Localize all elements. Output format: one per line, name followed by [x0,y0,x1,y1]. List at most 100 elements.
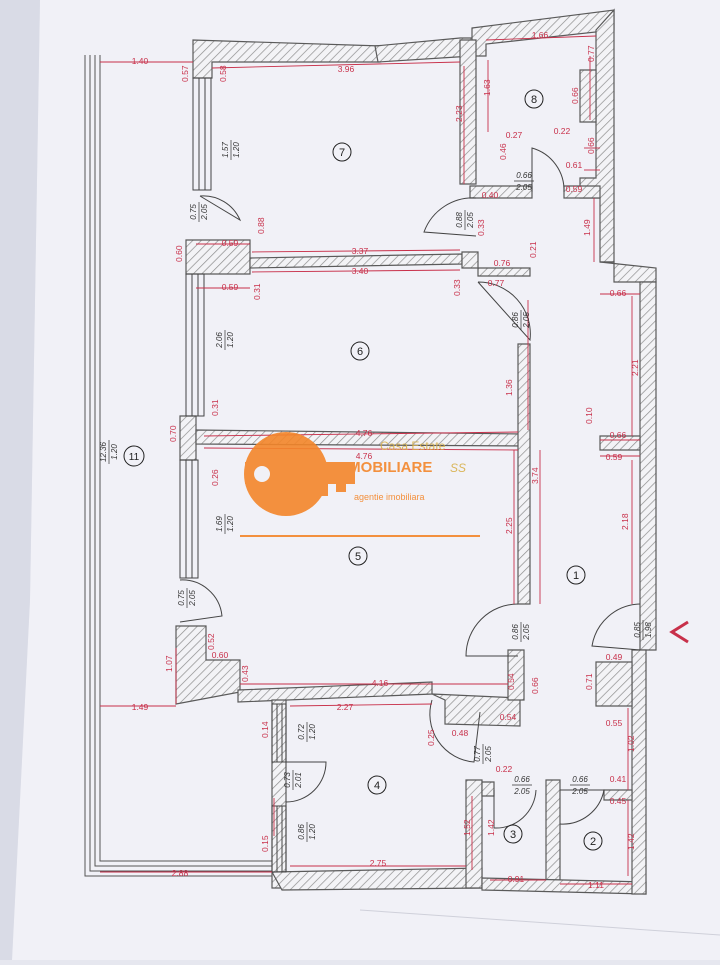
dim-label: 1.49 [582,219,592,236]
wall-2-inner [603,789,633,801]
dim-label: 0.33 [476,219,486,236]
dimension-labels: 1.40 0.57 0.58 3.96 1.66 0.77 1.63 2.23 … [132,30,640,890]
svg-text:6: 6 [357,346,363,358]
svg-text:0.77: 0.77 [473,746,482,762]
door-swing-1 [591,603,641,651]
dim-label: 0.46 [498,143,508,160]
svg-text:2: 2 [590,836,596,848]
svg-text:12.36: 12.36 [99,441,108,462]
dim-label: 3.37 [352,246,369,256]
svg-text:8: 8 [531,94,537,106]
dim-label: 0.91 [508,874,525,884]
wall-7-6c [461,251,531,277]
watermark: Casa Estate IMOBILIARE SS agentie imobil… [240,432,480,537]
dim-label: 0.45 [610,796,627,806]
wall-right-mid [639,281,657,651]
dim-label: 1.49 [132,702,149,712]
dim-label: 0.14 [260,721,270,738]
dim-label: 2.23 [454,105,464,122]
svg-text:1.98: 1.98 [644,622,653,638]
svg-text:2.05: 2.05 [571,787,588,796]
svg-text:1.20: 1.20 [226,332,235,348]
window-room-4a [271,703,287,763]
window-fraction-11: 12.36 1.20 [99,440,119,464]
window-fraction-4a: 0.72 1.20 [297,722,317,742]
svg-text:1.69: 1.69 [215,516,224,532]
window-strip-11 [84,55,276,877]
svg-text:5: 5 [355,551,361,563]
svg-text:7: 7 [339,147,345,159]
wall-2-right [631,649,647,895]
dim-label: 0.27 [506,130,523,140]
dim-label: 0.66 [610,430,627,440]
window-fractions: 1.57 1.20 2.06 1.20 1.69 1.20 0.72 1.20 … [99,140,317,842]
room-label-8: 8 [524,89,544,109]
dim-label: 1.42 [486,819,496,836]
dim-label: 0.76 [494,258,511,268]
dim-label: 0.58 [218,65,228,82]
dim-label: 0.59 [606,452,623,462]
svg-text:2.05: 2.05 [513,787,530,796]
door-swing-7b [199,195,242,222]
dim-label: 0.54 [506,673,516,690]
svg-text:1.20: 1.20 [232,142,241,158]
wall-4-left [271,699,287,889]
entrance-arrow-icon [669,620,689,644]
dim-label: 0.59 [222,282,239,292]
window-room-7 [192,77,212,191]
door-fractions: 0.66 2.05 0.88 2.05 0.75 2.05 0.86 2.05 … [177,171,653,796]
wall-4-bottom [270,867,483,891]
door-swing-2 [559,789,605,825]
watermark-name: IMOBILIARE [344,459,432,476]
room-label-11: 11 [123,445,145,467]
dim-label: 0.77 [488,278,505,288]
dim-label: 0.31 [210,399,220,416]
dim-label: 3.96 [338,64,355,74]
room-label-7: 7 [332,142,352,162]
door-fraction-1: 0.85 1.98 [633,620,653,640]
dim-label: 1.42 [626,833,636,850]
svg-text:0.75: 0.75 [189,204,198,220]
svg-text:1.20: 1.20 [110,444,119,460]
room-label-3: 3 [503,824,523,844]
window-fraction-7: 1.57 1.20 [221,140,241,160]
svg-text:11: 11 [129,452,140,463]
door-fraction-3: 0.66 2.05 [512,775,532,796]
door-fraction-4b: 0.73 2.01 [283,770,303,790]
watermark-tagline: agentie imobiliara [354,492,425,502]
dim-label: 0.48 [452,728,469,738]
wall-3-right [545,779,561,881]
dim-label: 2.18 [620,513,630,530]
room-labels: 1 2 3 4 5 6 7 8 11 [123,89,603,851]
dim-label: 0.55 [606,718,623,728]
dim-label: 0.57 [180,65,190,82]
door-swing-7 [423,197,477,237]
paper-shadow [0,0,40,960]
window-room-5 [179,459,199,579]
svg-text:3: 3 [510,829,516,841]
svg-text:0.66: 0.66 [514,775,530,784]
dim-label: 0.40 [482,190,499,200]
window-fraction-6: 2.06 1.20 [215,330,235,350]
dim-label: 1.11 [588,880,604,890]
dim-label: 4.76 [356,428,373,438]
door-fraction-7: 0.88 2.05 [455,210,475,230]
svg-text:1: 1 [573,570,579,582]
dim-label: 1.63 [482,79,492,96]
room-label-6: 6 [350,341,370,361]
wall-right-return [599,435,641,451]
wall-7-6 [185,239,251,275]
room-label-5: 5 [348,546,368,566]
dim-label: 0.26 [210,469,220,486]
watermark-brand: Casa Estate [380,439,446,453]
room-label-2: 2 [583,831,603,851]
door-fraction-5b: 0.86 2.05 [511,622,531,642]
dim-label: 1.07 [164,655,174,672]
door-swing-4b [285,761,327,803]
dim-label: 0.61 [566,160,583,170]
dim-label: 2.25 [504,517,514,534]
svg-text:2.05: 2.05 [484,746,493,763]
dim-label: 0.15 [260,835,270,852]
svg-text:0.86: 0.86 [297,824,306,840]
